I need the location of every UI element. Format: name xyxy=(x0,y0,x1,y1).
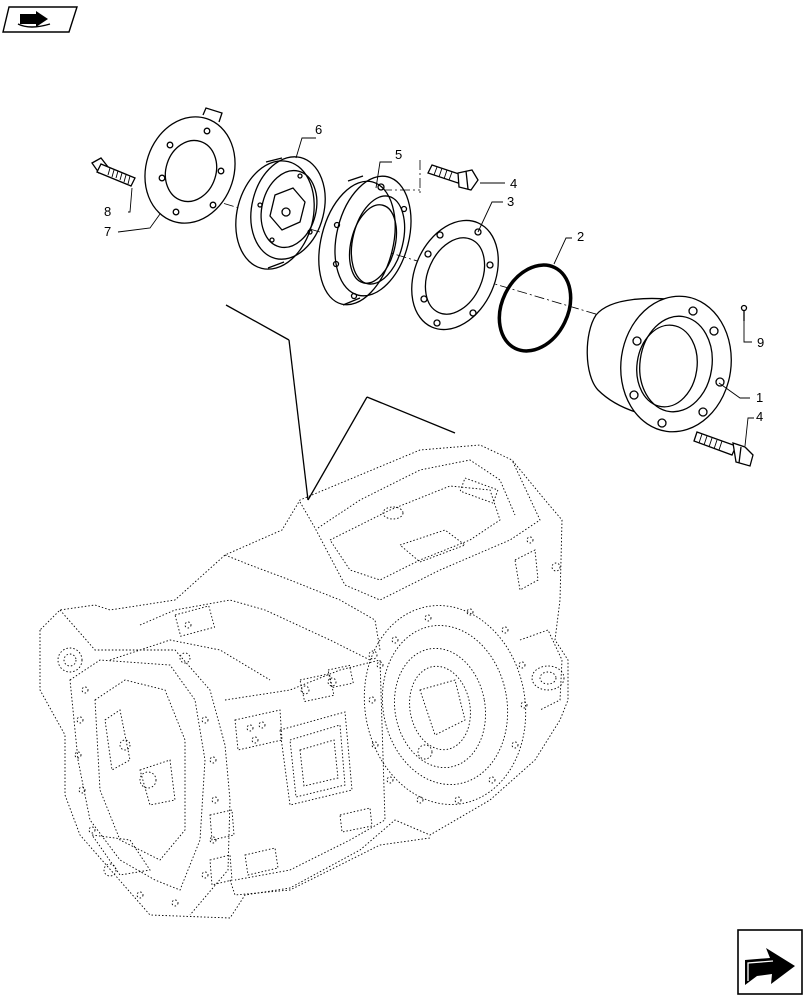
part-4-bolt-bottom xyxy=(693,431,754,467)
callout-5: 5 xyxy=(395,147,402,162)
callout-4-bottom: 4 xyxy=(756,409,763,424)
part-9-pin xyxy=(740,304,748,321)
book-arrow-icon[interactable] xyxy=(2,6,78,33)
flange-bolt-holes xyxy=(368,608,528,804)
callout-8: 8 xyxy=(104,204,111,219)
callout-numbers: 8 7 6 5 4 3 2 9 1 4 xyxy=(104,122,764,424)
callout-1: 1 xyxy=(756,390,763,405)
callout-4-top: 4 xyxy=(510,176,517,191)
part-3-plate xyxy=(411,219,499,331)
callout-6: 6 xyxy=(315,122,322,137)
callout-9: 9 xyxy=(757,335,764,350)
part-7-plate xyxy=(144,107,236,224)
callout-2: 2 xyxy=(577,229,584,244)
part-1-housing xyxy=(586,295,732,433)
transmission-housing xyxy=(39,444,569,919)
next-page-arrow-icon[interactable] xyxy=(737,929,803,995)
part-2-o-ring xyxy=(497,263,573,353)
callout-leaders xyxy=(117,137,754,447)
part-8-bolt xyxy=(91,157,136,187)
part-5-carrier xyxy=(318,175,412,306)
part-6-hub xyxy=(235,156,326,270)
callout-7: 7 xyxy=(104,224,111,239)
callout-3: 3 xyxy=(507,194,514,209)
part-4-bolt-top xyxy=(427,164,479,191)
front-bolt-holes xyxy=(74,686,219,907)
assembly-indicator-lines xyxy=(225,304,456,501)
